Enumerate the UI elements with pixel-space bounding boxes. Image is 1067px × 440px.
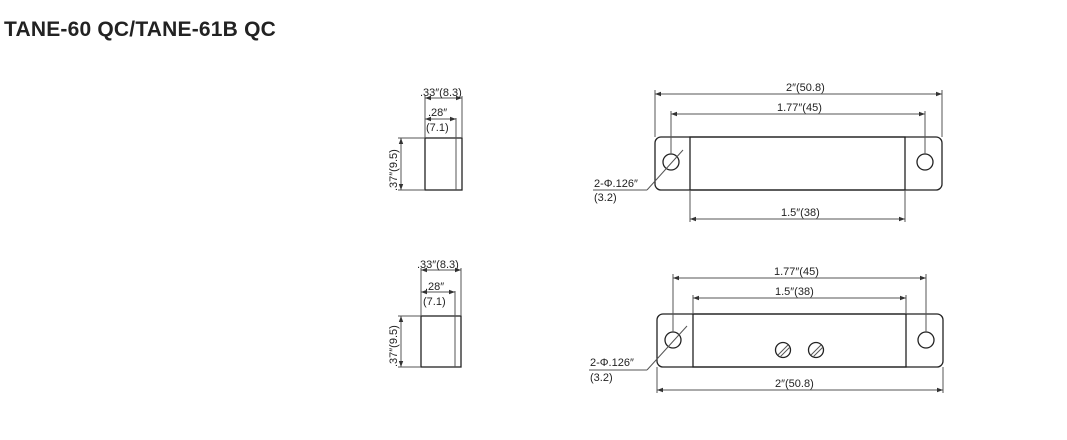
hole-spacing-label: 1.77″(45) bbox=[774, 266, 819, 278]
hole-leader bbox=[646, 149, 684, 191]
side-width-outer-label: .33″(8.3) bbox=[420, 87, 462, 99]
mount-hole-left bbox=[664, 331, 682, 349]
side-width-outer-label: .33″(8.3) bbox=[417, 259, 459, 271]
side-width-inner-in-label: .28″ bbox=[425, 281, 444, 293]
bottom-front-view: 1.77″(45) 1.5″(38) 2″(50.8) 2-Φ.126″ (3.… bbox=[589, 266, 944, 393]
side-body-outline bbox=[424, 137, 463, 191]
hole-dia-mm-label: (3.2) bbox=[590, 372, 613, 384]
bottom-side-view: .33″(8.3) .28″ (7.1) .37″(9.5) bbox=[388, 259, 462, 368]
body-length-label: 1.5″(38) bbox=[781, 207, 820, 219]
page-title: TANE-60 QC/TANE-61B QC bbox=[4, 18, 276, 41]
hole-dia-mm-label: (3.2) bbox=[594, 192, 617, 204]
overall-length-label: 2″(50.8) bbox=[775, 378, 814, 390]
side-width-inner-mm-label: (7.1) bbox=[423, 296, 446, 308]
hole-dia-in-label: 2-Φ.126″ bbox=[594, 178, 638, 190]
side-width-inner-in-label: .28″ bbox=[428, 107, 447, 119]
top-front-view: 2″(50.8) 1.77″(45) 1.5″(38) 2-Φ.126″ (3.… bbox=[593, 82, 943, 222]
screw-terminal-left bbox=[774, 341, 792, 359]
side-width-inner-mm-label: (7.1) bbox=[426, 122, 449, 134]
screw-terminal-right bbox=[807, 341, 825, 359]
overall-length-label: 2″(50.8) bbox=[786, 82, 825, 94]
front-flange-outline bbox=[656, 313, 944, 368]
mount-hole-right bbox=[917, 331, 935, 349]
side-height-label: .37″(9.5) bbox=[388, 325, 400, 367]
side-body-outline bbox=[420, 315, 462, 368]
mount-hole-right bbox=[916, 153, 934, 171]
hole-leader bbox=[646, 325, 688, 371]
front-flange-outline bbox=[654, 136, 943, 191]
hole-spacing-label: 1.77″(45) bbox=[777, 102, 822, 114]
top-side-view: .33″(8.3) .28″ (7.1) .37″(9.5) bbox=[388, 87, 463, 191]
front-body-outline bbox=[689, 136, 906, 191]
body-length-label: 1.5″(38) bbox=[775, 286, 814, 298]
front-body-outline bbox=[692, 313, 907, 368]
hole-dia-in-label: 2-Φ.126″ bbox=[590, 357, 634, 369]
side-height-label: .37″(9.5) bbox=[388, 149, 400, 191]
